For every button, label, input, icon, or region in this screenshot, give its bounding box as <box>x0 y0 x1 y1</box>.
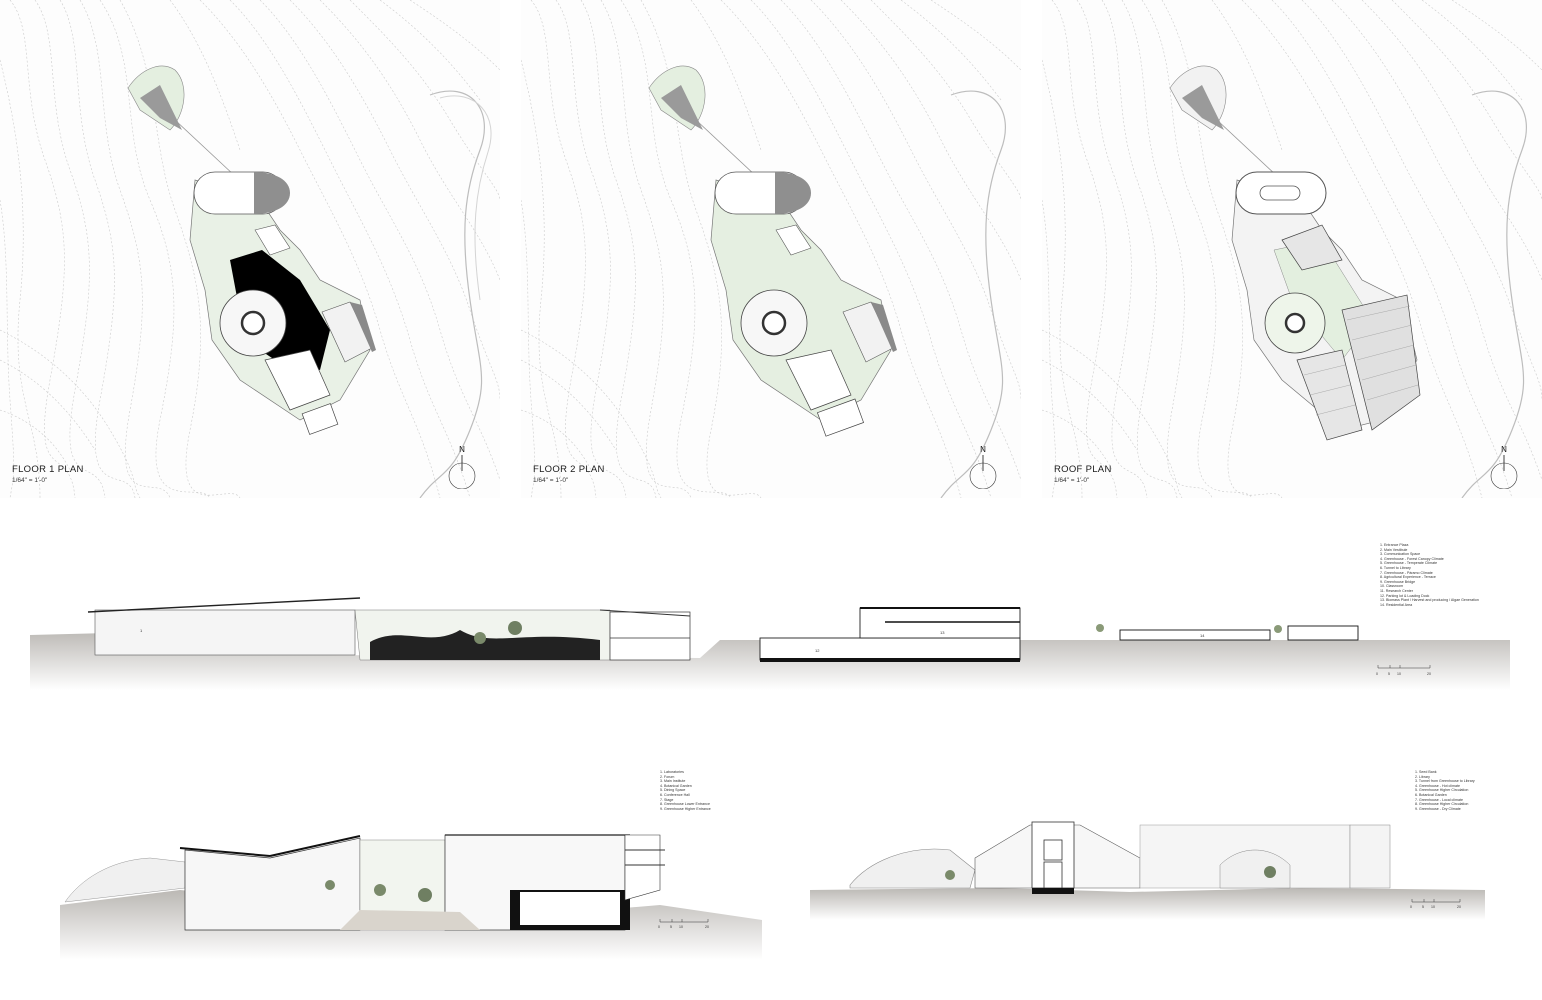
long-section: 1 12 13 14 0 5 10 20 <box>0 530 1542 690</box>
section-a-legend: 1. Laboratories 2. Forum 3. Main Institu… <box>660 770 711 811</box>
long-section-legend: 1. Entrance Plaza 2. Main Vestibule 3. C… <box>1380 543 1479 607</box>
legend-item: 14. Residential Area <box>1380 602 1413 607</box>
scale-bar-label: 0 <box>658 925 660 929</box>
legend-item: 1. Seed Bank <box>1415 770 1437 774</box>
scale-bar-label: 0 <box>1410 905 1412 909</box>
legend-item: 7. Stage <box>660 797 674 802</box>
legend-item: 2. Forum <box>660 774 675 779</box>
room-number: 12 <box>815 648 820 653</box>
scale-bar-label: 20 <box>1457 905 1461 909</box>
legend-item: 7. Greenhouse - Local climate <box>1415 797 1463 802</box>
legend-item: 6. Tunnel to Library <box>1380 565 1411 570</box>
legend-item: 12. Parking lot & Loading Dock <box>1380 593 1430 598</box>
room-number: 13 <box>940 630 945 635</box>
legend-item: 3. Communication Space <box>1380 552 1421 557</box>
scale-bar-label: 20 <box>705 925 709 929</box>
legend-item: 6. Conference Hall <box>660 792 690 797</box>
scale-bar-label: 10 <box>1397 672 1401 676</box>
legend-item: 4. Greenhouse - Hot climate <box>1415 783 1460 788</box>
legend-item: 4. Botanical Garden <box>660 783 692 788</box>
plan-title: ROOF PLAN <box>1054 464 1112 475</box>
scale-bar-label: 5 <box>1388 672 1390 676</box>
legend-item: 8. Greenhouse Lower Entrance <box>660 802 710 807</box>
scale-bar-label: 10 <box>1431 905 1435 909</box>
long-section-drawing: 1 12 13 14 0 5 10 20 <box>30 597 1510 690</box>
north-arrow-icon: N <box>1486 445 1522 490</box>
legend-item: 4. Greenhouse - Forest Canopy Climate <box>1380 556 1444 561</box>
legend-item: 3. Main Institute <box>660 779 686 784</box>
room-number: 1 <box>140 628 143 633</box>
scale-bar-label: 20 <box>1427 672 1431 676</box>
north-label: N <box>1501 445 1507 454</box>
roof-plan-drawing <box>1042 0 1542 498</box>
legend-item: 1. Entrance Plaza <box>1380 543 1409 547</box>
section-a-drawing: 0 5 10 20 <box>60 834 762 960</box>
north-label: N <box>459 445 465 454</box>
section-b: 0 5 10 20 <box>800 810 1500 920</box>
scale-bar <box>1377 665 1431 669</box>
north-arrow-icon: N <box>965 445 1001 490</box>
legend-item: 9. Greenhouse - Dry Climate <box>1415 806 1461 811</box>
legend-item: 2. Library <box>1415 774 1430 779</box>
legend-item: 9. Greenhouse Higher Entrance <box>660 806 711 811</box>
plan-title: FLOOR 1 PLAN <box>12 464 84 475</box>
legend-item: 5. Greenhouse Higher Circulation <box>1415 788 1469 793</box>
room-number: 14 <box>1200 633 1205 638</box>
floor-1-plan-drawing <box>0 0 500 498</box>
legend-item: 10. Classroom <box>1380 584 1404 589</box>
legend-item: 5. Dining Space <box>660 788 686 793</box>
legend-item: 8. Agricultural Experience - Terrace <box>1380 575 1436 580</box>
scale-bar <box>1411 899 1461 903</box>
section-b-legend: 1. Seed Bank 2. Library 3. Tunnel from G… <box>1415 770 1475 811</box>
legend-item: 8. Greenhouse Higher Circulation <box>1415 802 1469 807</box>
legend-item: 13. Biomass Plant / Harvest and producin… <box>1380 598 1479 603</box>
floor-1-plan-panel: FLOOR 1 PLAN 1/64" = 1'-0" N <box>0 0 500 498</box>
scale-bar-label: 0 <box>1376 672 1378 676</box>
legend-item: 3. Tunnel from Greenhouse to Library <box>1415 779 1475 784</box>
plan-title: FLOOR 2 PLAN <box>533 464 605 475</box>
legend-item: 2. Main Vestibule <box>1380 547 1408 552</box>
legend-item: 11. Research Center <box>1380 588 1413 593</box>
roof-plan-panel: ROOF PLAN 1/64" = 1'-0" N <box>1042 0 1542 498</box>
section-b-drawing: 0 5 10 20 <box>810 821 1485 920</box>
legend-item: 9. Greenhouse Bridge <box>1380 579 1416 584</box>
plan-scale: 1/64" = 1'-0" <box>12 477 48 484</box>
scale-bar-label: 5 <box>670 925 672 929</box>
scale-bar <box>659 919 709 923</box>
north-label: N <box>980 445 986 454</box>
plan-scale: 1/64" = 1'-0" <box>533 477 569 484</box>
legend-item: 1. Laboratories <box>660 770 684 774</box>
floor-2-plan-panel: FLOOR 2 PLAN 1/64" = 1'-0" N <box>521 0 1021 498</box>
scale-bar-label: 5 <box>1422 905 1424 909</box>
legend-item: 7. Greenhouse - Páramo Climate <box>1380 570 1433 575</box>
section-a: 0 5 10 20 <box>40 810 780 960</box>
legend-item: 5. Greenhouse - Temperate Climate <box>1380 561 1438 566</box>
floor-2-plan-drawing <box>521 0 1021 498</box>
north-arrow-icon: N <box>444 445 480 490</box>
scale-bar-label: 10 <box>679 925 683 929</box>
plan-scale: 1/64" = 1'-0" <box>1054 477 1090 484</box>
legend-item: 6. Botanical Garden <box>1415 792 1447 797</box>
